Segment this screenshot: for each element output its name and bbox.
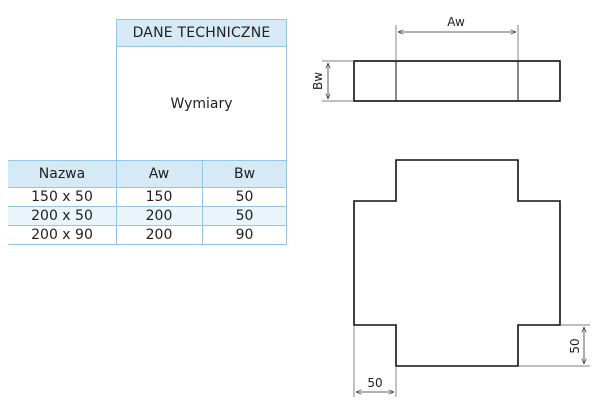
dimension-label-arm-height: 50 bbox=[568, 338, 582, 353]
cell-name: 150 x 50 bbox=[31, 189, 93, 205]
spec-table: DANE TECHNICZNE Wymiary Nazwa Aw Bw 150 … bbox=[8, 19, 287, 245]
table-row: 150 x 50 150 50 bbox=[8, 188, 287, 207]
column-divider bbox=[286, 160, 287, 245]
table-row: 200 x 90 200 90 bbox=[8, 226, 287, 245]
dimension-label-aw: Aw bbox=[447, 15, 465, 29]
cell-bw: 50 bbox=[235, 189, 254, 205]
group-header: DANE TECHNICZNE bbox=[116, 19, 287, 47]
cell-name: 200 x 90 bbox=[31, 227, 93, 243]
dimension-label-arm-width: 50 bbox=[367, 376, 382, 390]
column-header-aw: Aw bbox=[116, 160, 202, 188]
dimension-label-bw: Bw bbox=[311, 72, 325, 90]
cell-bw: 50 bbox=[235, 208, 254, 224]
column-divider bbox=[116, 160, 117, 245]
column-header-bw: Bw bbox=[202, 160, 287, 188]
table-row: 200 x 50 200 50 bbox=[8, 207, 287, 226]
cell-aw: 200 bbox=[145, 227, 173, 243]
column-divider bbox=[202, 160, 203, 245]
group-subheader: Wymiary bbox=[116, 47, 287, 160]
cell-name: 200 x 50 bbox=[31, 208, 93, 224]
cross-outline bbox=[353, 159, 561, 367]
column-header-name: Nazwa bbox=[8, 160, 116, 188]
cell-aw: 150 bbox=[145, 189, 173, 205]
plan-view: 50 50 bbox=[353, 159, 590, 397]
cell-bw: 90 bbox=[235, 227, 254, 243]
cell-aw: 200 bbox=[145, 208, 173, 224]
top-view: Aw Bw bbox=[311, 15, 561, 102]
top-view-outline bbox=[353, 60, 561, 102]
